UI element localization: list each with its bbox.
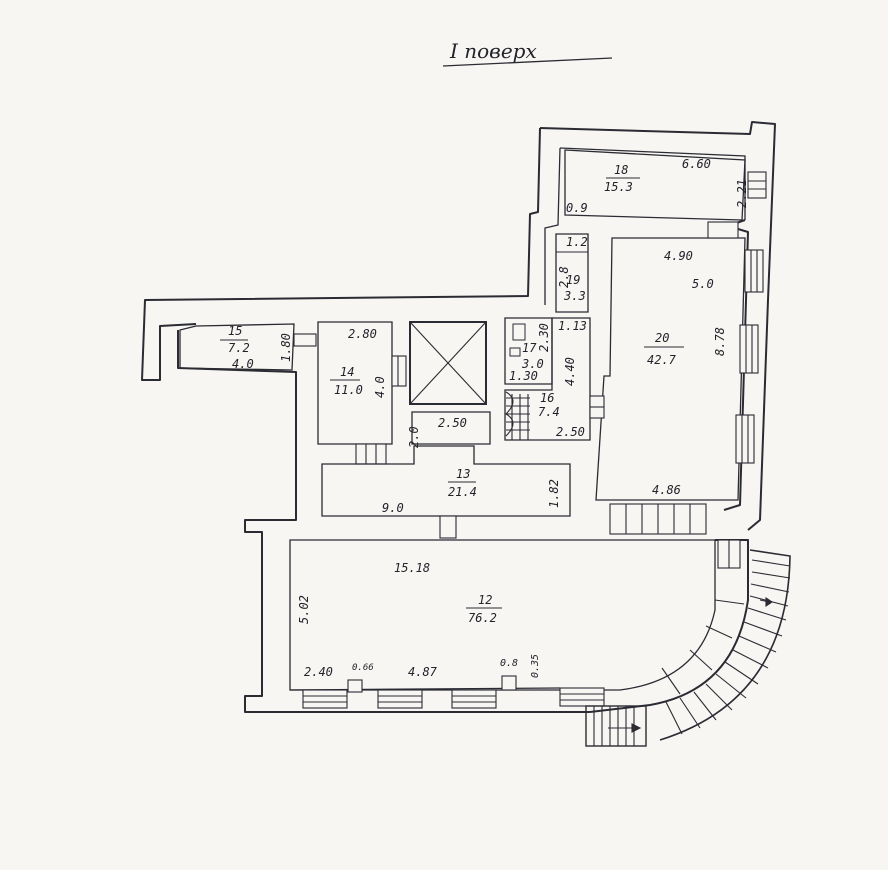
room-12: 15.18 12 76.2 5.02 2.40 0.66 4.87 0.8 0.… [289, 539, 749, 713]
room-13-area: 21.4 [448, 485, 477, 499]
room-18: 18 15.3 6.60 2.21 0.9 [564, 149, 767, 221]
dim-8-78: 8.78 [713, 327, 727, 356]
curved-entrance-stair [659, 549, 791, 741]
room-15-number: 15 [228, 324, 242, 338]
pilaster [347, 679, 363, 693]
dim-4-0-15: 4.0 [232, 357, 254, 371]
door [355, 443, 387, 465]
plan-title-text: I поверх [449, 39, 537, 63]
window [735, 414, 755, 464]
dim-2-40: 2.40 [304, 665, 333, 679]
room-13-number: 13 [456, 467, 470, 481]
dim-1-30: 1.30 [509, 369, 538, 383]
room-16: 1.13 4.40 16 7.4 2.50 [504, 317, 605, 441]
room-15-area: 7.2 [228, 341, 250, 355]
door [439, 515, 457, 539]
room-15: 15 7.2 4.0 1.80 [179, 323, 317, 371]
dim-0-8: 0.8 [500, 658, 518, 669]
dim-4-87: 4.87 [408, 665, 438, 679]
pilaster [501, 675, 517, 691]
window [451, 689, 497, 709]
room-17: 17 3.0 1.30 2.30 [504, 317, 553, 385]
room-14-number: 14 [340, 365, 354, 379]
room-18-area: 15.3 [604, 180, 633, 194]
south-entrance-stair [585, 705, 647, 747]
dim-2-50-16: 2.50 [556, 425, 585, 439]
room-20-area: 42.7 [647, 353, 677, 367]
room-13: 13 21.4 9.0 1.82 [321, 445, 571, 539]
dim-0-66: 0.66 [352, 663, 374, 673]
dim-1-82: 1.82 [547, 479, 561, 508]
dim-5-0: 5.0 [692, 277, 714, 291]
room-19: 1.2 19 3.3 2.8 [555, 233, 589, 313]
window [744, 249, 764, 293]
elevator-shaft [409, 321, 487, 405]
niche: 2.50 2.0 [407, 411, 491, 448]
room-14: 2.80 14 11.0 4.0 [317, 321, 407, 465]
south-windows [302, 675, 605, 709]
dim-2-30: 2.30 [537, 323, 551, 352]
room-19-area: 3.3 [563, 289, 586, 303]
plan-title: I поверх [442, 39, 613, 67]
window [302, 689, 348, 709]
room-17-area: 3.0 [521, 357, 544, 371]
dim-4-0-14: 4.0 [373, 376, 387, 398]
dim-4-40: 4.40 [563, 357, 577, 386]
dim-0-9: 0.9 [566, 201, 588, 215]
room-19-number: 19 [566, 273, 580, 287]
stair-flight [505, 391, 530, 440]
room-20: 4.90 5.0 20 42.7 8.78 4.86 [595, 221, 764, 535]
dim-2-50-13: 2.50 [438, 416, 467, 430]
room-12-area: 76.2 [468, 611, 497, 625]
window [559, 687, 605, 707]
dim-1-2: 1.2 [566, 235, 588, 249]
dim-1-80: 1.80 [279, 333, 293, 362]
room-18-number: 18 [614, 163, 628, 177]
dim-15-18: 15.18 [394, 561, 430, 575]
window [739, 324, 759, 374]
room-14-area: 11.0 [334, 383, 363, 397]
corner-windows [661, 599, 745, 695]
door [293, 333, 317, 347]
outer-walls [141, 121, 776, 713]
dim-2-21: 2.21 [735, 179, 749, 208]
door [391, 355, 407, 387]
dim-4-90: 4.90 [664, 249, 693, 263]
room-12-number: 12 [478, 593, 492, 607]
dim-2-0: 2.0 [407, 426, 421, 448]
dim-2-8-19: 2.8 [557, 266, 571, 288]
room-17-number: 17 [522, 341, 537, 355]
room-16-number: 16 [540, 391, 554, 405]
dim-1-13: 1.13 [558, 319, 587, 333]
dim-5-02: 5.02 [297, 595, 311, 624]
dim-9-0: 9.0 [382, 501, 404, 515]
window [747, 171, 767, 199]
room-16-area: 7.4 [538, 405, 560, 419]
dim-4-86: 4.86 [652, 483, 681, 497]
room-20-number: 20 [655, 331, 669, 345]
dim-6-60: 6.60 [682, 157, 711, 171]
dim-2-80: 2.80 [348, 327, 377, 341]
window [377, 689, 423, 709]
door [707, 221, 739, 239]
dim-0-35: 0.35 [530, 654, 541, 678]
